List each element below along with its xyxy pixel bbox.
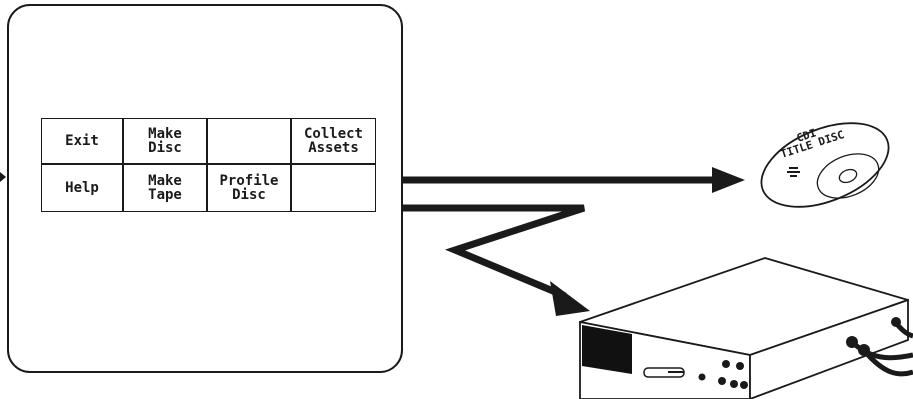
player-cables	[846, 317, 913, 377]
blank-button-2[interactable]	[291, 164, 376, 212]
incoming-arrow-stub	[0, 172, 6, 182]
player-front-panel	[582, 325, 632, 374]
player-power-button	[698, 373, 706, 381]
cdi-player	[579, 257, 913, 399]
player-controls	[718, 360, 748, 389]
help-button[interactable]: Help	[41, 164, 123, 212]
blank-button-1[interactable]	[207, 118, 291, 164]
profile-disc-button[interactable]: Profile Disc	[207, 164, 291, 212]
make-disc-button[interactable]: Make Disc	[123, 118, 207, 164]
disc-logo	[787, 167, 800, 177]
disc-label-line1: CDI	[795, 126, 818, 145]
make-tape-button[interactable]: Make Tape	[123, 164, 207, 212]
cdi-title-disc: CDI TITLE DISC	[760, 122, 890, 208]
arrow-to-disc	[402, 167, 745, 193]
exit-button[interactable]: Exit	[41, 118, 123, 164]
screen-frame	[7, 4, 403, 373]
arrow-to-player	[402, 204, 590, 316]
collect-assets-button[interactable]: Collect Assets	[291, 118, 376, 164]
